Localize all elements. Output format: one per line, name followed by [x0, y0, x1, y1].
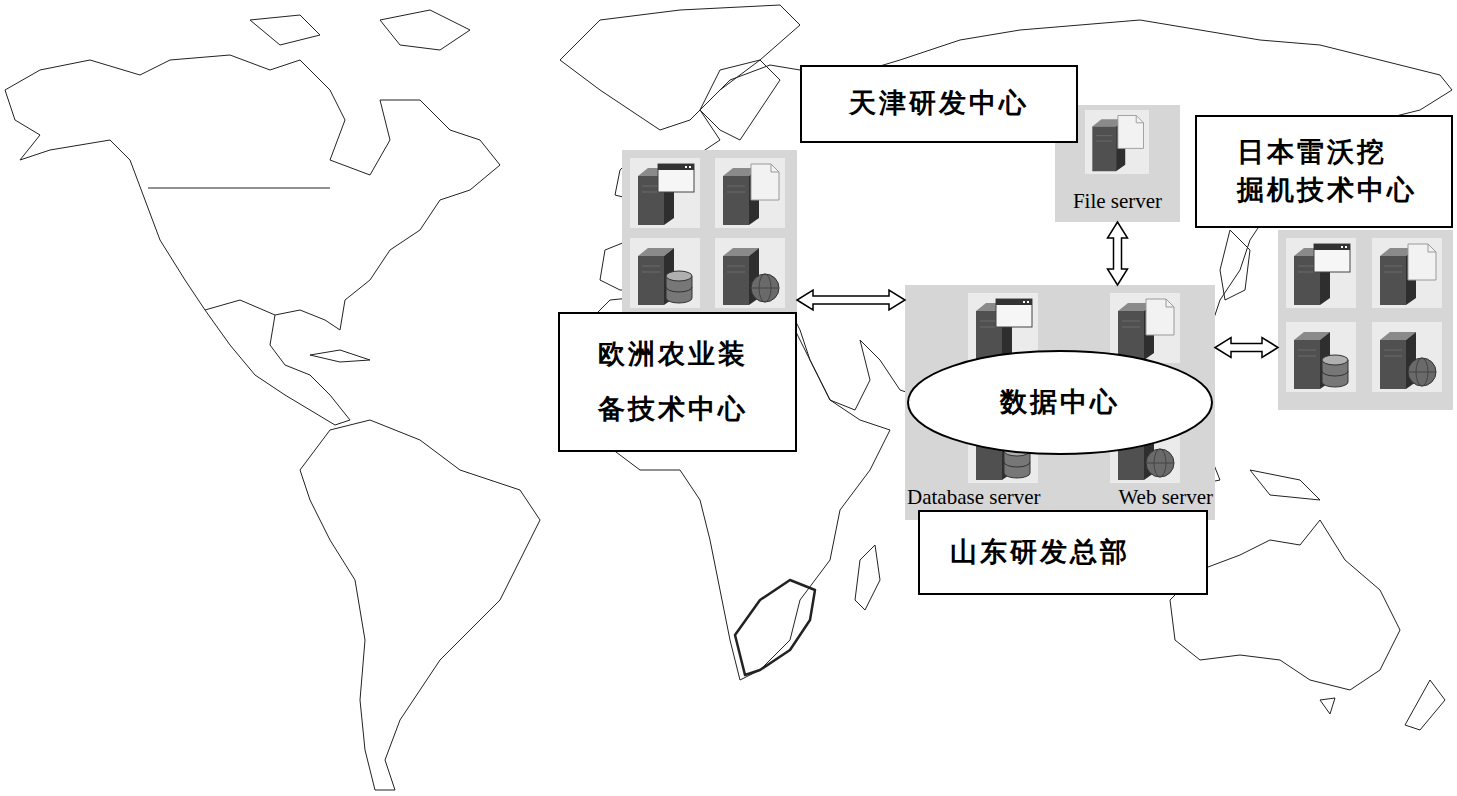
- caribbean-island: [310, 350, 370, 362]
- japan: [1220, 230, 1250, 300]
- database-server-icon: [630, 238, 700, 308]
- site-name: 山东研发总部: [950, 535, 1130, 570]
- label-box: 日本雷沃挖 掘机技术中心: [1195, 115, 1453, 228]
- label-box: 欧洲农业装 备技术中心: [558, 312, 797, 452]
- madagascar: [855, 545, 880, 610]
- block-arrow: [1108, 222, 1128, 285]
- server-panel: 天津研发中心File server: [1055, 105, 1180, 222]
- block-arrow: [797, 290, 905, 310]
- app-server-icon: [1286, 238, 1356, 308]
- new-zealand: [1405, 680, 1445, 730]
- server-label: Database server: [907, 485, 1041, 509]
- south-africa-highlight: [735, 580, 815, 675]
- web-server-icon: [1372, 322, 1442, 392]
- ellipse-shape: [908, 351, 1212, 454]
- app-server-icon: [630, 158, 700, 228]
- file-server-icon: [1110, 293, 1180, 363]
- ellipse-label-holder: 数据中心: [907, 350, 1213, 455]
- web-server-icon: [715, 238, 785, 308]
- file-server-icon: [1372, 238, 1442, 308]
- site-name: 欧洲农业装 备技术中心: [598, 327, 783, 437]
- site-name: 数据中心: [1000, 387, 1120, 418]
- server-panel: 欧洲农业装 备技术中心: [622, 150, 797, 315]
- database-server-icon: [1286, 322, 1356, 392]
- file-server-icon: [1085, 110, 1149, 174]
- server-panel: 日本雷沃挖 掘机技术中心: [1278, 230, 1453, 410]
- tasmania: [1320, 698, 1335, 714]
- country-border: [148, 188, 330, 315]
- panel-ground: [622, 150, 797, 315]
- panel-ground: [905, 285, 1215, 520]
- site-name: 天津研发中心: [849, 86, 1029, 121]
- server-label: Web server: [1118, 485, 1213, 509]
- server-label-holder: Web server: [1118, 485, 1213, 509]
- south-america: [300, 420, 540, 790]
- site-name: 日本雷沃挖 掘机技术中心: [1237, 134, 1439, 210]
- ellipse-node: 数据中心: [907, 350, 1213, 455]
- africa: [565, 295, 890, 680]
- arctic-island: [380, 10, 470, 50]
- file-server-icon: [715, 158, 785, 228]
- scandinavia: [700, 60, 780, 140]
- new-guinea: [1250, 470, 1320, 500]
- arctic-island: [250, 15, 320, 45]
- server-label-holder: File server: [1055, 189, 1180, 213]
- label-box: 山东研发总部: [918, 510, 1208, 595]
- panel-ground: [1278, 230, 1453, 410]
- north-america: [5, 55, 500, 425]
- server-panel: Database serverWeb server山东研发总部数据中心: [905, 285, 1215, 520]
- server-label: File server: [1073, 189, 1162, 213]
- server-label-holder: Database server: [907, 485, 1041, 509]
- block-arrow: [1215, 338, 1278, 358]
- continent-outlines: [5, 5, 1452, 790]
- label-box: 天津研发中心: [800, 65, 1078, 143]
